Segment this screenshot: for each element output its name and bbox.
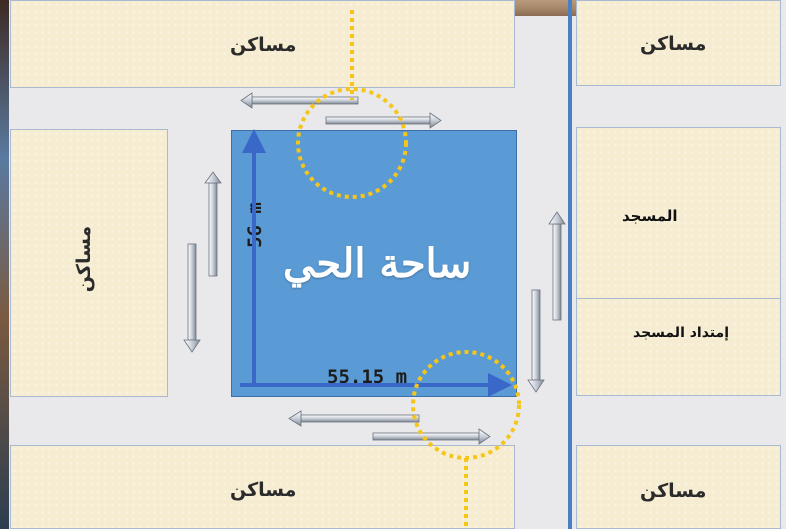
label-mosque: المسجد [622, 207, 678, 225]
block-mosque [576, 127, 781, 299]
traffic-arrow-top-right [325, 112, 442, 129]
width-dimension-label: 55.15 m [327, 366, 408, 388]
traffic-arrow-left-up [204, 171, 222, 277]
square-title: ساحة الحي [283, 240, 472, 287]
entrance-marker-top [296, 10, 408, 199]
entrance-marker-bottom [411, 350, 521, 529]
label-housing-bottom: مساكن [230, 479, 297, 501]
block-housing-top-right [576, 0, 781, 86]
label-housing-top-right: مساكن [640, 33, 707, 55]
neighborhood-square [231, 130, 517, 397]
traffic-arrow-right-down [527, 289, 545, 393]
traffic-arrow-top-left [240, 92, 359, 109]
photo-edge [0, 0, 9, 529]
boundary-line [568, 0, 572, 529]
block-mosque-extension [576, 298, 781, 396]
block-housing-bottom [10, 445, 515, 529]
traffic-arrow-left-down [183, 243, 201, 353]
label-mosque-extension: إمتداد المسجد [633, 325, 729, 341]
block-housing-left [10, 129, 168, 397]
traffic-arrow-bottom-left [288, 410, 420, 427]
block-housing-top [10, 0, 515, 88]
label-housing-bottom-right: مساكن [640, 480, 707, 502]
traffic-arrow-right-up [548, 211, 566, 321]
traffic-arrow-bottom-right [372, 428, 491, 445]
label-housing-top: مساكن [230, 34, 297, 56]
block-housing-bottom-right [576, 445, 781, 529]
